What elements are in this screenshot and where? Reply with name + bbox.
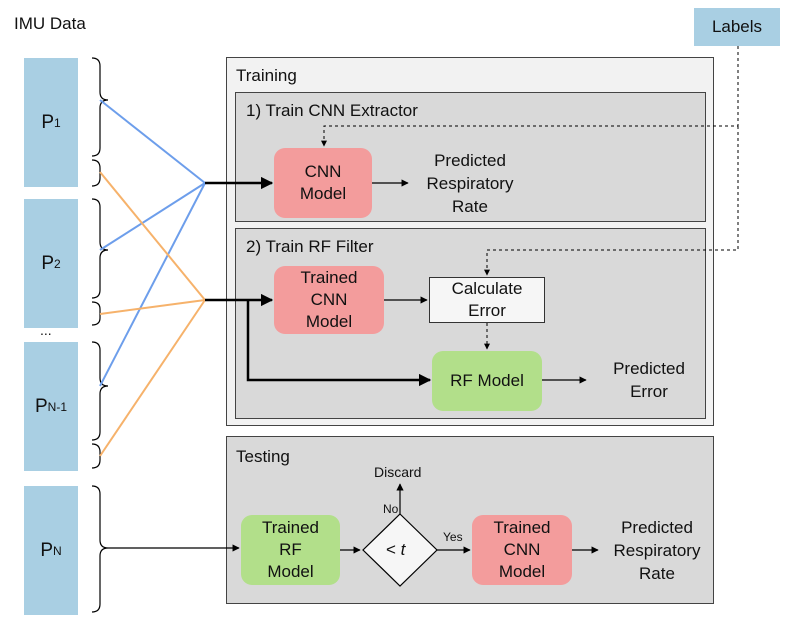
cnn-model-node: CNN Model bbox=[274, 148, 372, 218]
orange-connectors bbox=[99, 171, 206, 457]
predicted-respiratory-rate-training: Predicted Respiratory Rate bbox=[426, 150, 514, 216]
brace-4 bbox=[91, 301, 101, 326]
ellipsis: ... bbox=[40, 322, 52, 338]
step2-title: 2) Train RF Filter bbox=[246, 237, 374, 256]
trained-rf-model-node: Trained RF Model bbox=[241, 515, 340, 585]
arrow-to-rf-model bbox=[246, 300, 432, 387]
testing-title: Testing bbox=[236, 447, 290, 466]
calculate-error-node: Calculate Error bbox=[429, 277, 545, 323]
blue-line-p2 bbox=[99, 182, 206, 251]
brace-7 bbox=[91, 485, 109, 613]
blue-connectors bbox=[99, 99, 206, 387]
no-label: No bbox=[383, 502, 399, 516]
labels-box: Labels bbox=[694, 8, 780, 46]
predicted-respiratory-rate-testing: Predicted Respiratory Rate bbox=[613, 517, 701, 583]
brace-6 bbox=[91, 443, 101, 469]
orange-line-p2 bbox=[99, 299, 206, 315]
rf-model-node: RF Model bbox=[432, 351, 542, 411]
brace-5 bbox=[91, 341, 109, 441]
discard-label: Discard bbox=[374, 464, 422, 480]
step1-title: 1) Train CNN Extractor bbox=[246, 101, 418, 120]
blue-line-p1 bbox=[99, 99, 206, 184]
trained-cnn-model-node-training: Trained CNN Model bbox=[274, 266, 384, 334]
labels-to-cnn bbox=[321, 46, 739, 147]
brace-1 bbox=[91, 57, 109, 157]
decision-diamond bbox=[362, 513, 438, 587]
orange-line-p1 bbox=[99, 171, 206, 301]
blue-line-pn-1 bbox=[99, 182, 206, 387]
orange-line-pn-1 bbox=[99, 299, 206, 457]
label-feeds bbox=[321, 46, 739, 350]
decision-label: < t bbox=[386, 540, 406, 559]
trained-cnn-model-node-testing: Trained CNN Model bbox=[472, 515, 572, 585]
yes-label: Yes bbox=[443, 530, 463, 544]
predicted-error-output: Predicted Error bbox=[613, 359, 685, 401]
participant-braces bbox=[91, 57, 109, 613]
training-title: Training bbox=[236, 66, 297, 85]
brace-3 bbox=[91, 198, 109, 299]
imu-data-title: IMU Data bbox=[14, 14, 86, 33]
brace-2 bbox=[91, 159, 101, 187]
labels-to-calc bbox=[484, 126, 739, 276]
